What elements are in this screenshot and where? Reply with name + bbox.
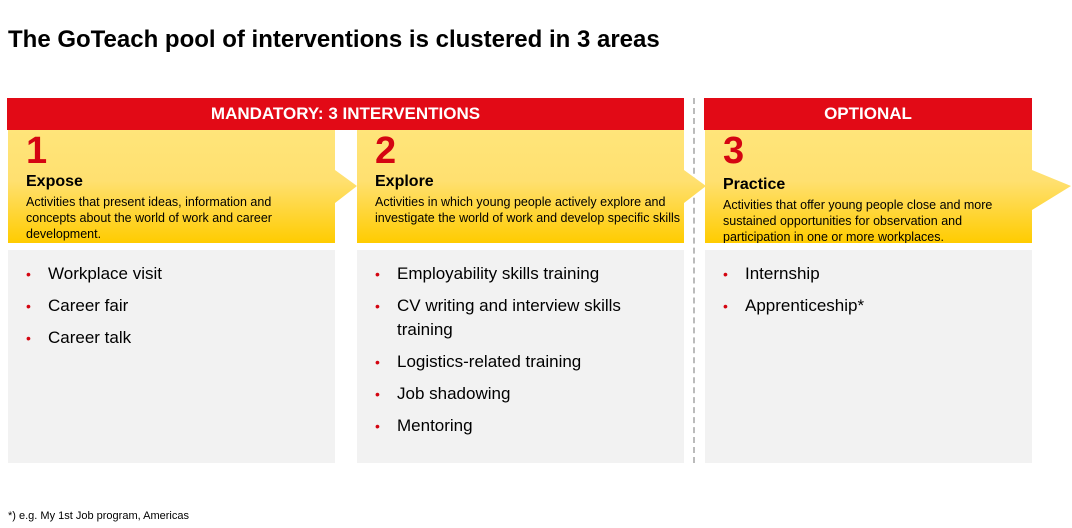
list-item: Apprenticeship* bbox=[723, 294, 1015, 318]
area-name: Expose bbox=[26, 173, 83, 190]
list-item: Logistics-related training bbox=[375, 350, 667, 374]
area-number: 3 bbox=[723, 130, 745, 172]
explore-list: Employability skills training CV writing… bbox=[357, 250, 684, 463]
footnote: *) e.g. My 1st Job program, Americas bbox=[8, 510, 189, 522]
page-title: The GoTeach pool of interventions is clu… bbox=[8, 26, 660, 53]
area-description: Activities in which young people activel… bbox=[375, 195, 681, 225]
list-item: Career fair bbox=[26, 294, 318, 318]
area-explore-card: 2 Explore Activities in which young peop… bbox=[357, 130, 706, 243]
area-number: 1 bbox=[26, 130, 48, 172]
divider bbox=[693, 98, 695, 463]
area-name: Practice bbox=[723, 176, 786, 193]
list-item: Mentoring bbox=[375, 414, 667, 438]
list-item: Job shadowing bbox=[375, 382, 667, 406]
mandatory-header: MANDATORY: 3 INTERVENTIONS bbox=[7, 98, 684, 130]
area-practice-card: 3 Practice Activities that offer young p… bbox=[705, 130, 1071, 243]
list-item: Employability skills training bbox=[375, 262, 667, 286]
list-item: Workplace visit bbox=[26, 262, 318, 286]
area-description: Activities that offer young people close… bbox=[723, 198, 993, 244]
area-description: Activities that present ideas, informati… bbox=[26, 195, 272, 241]
area-expose-card: 1 Expose Activities that present ideas, … bbox=[8, 130, 357, 243]
list-item: Career talk bbox=[26, 326, 318, 350]
list-item: CV writing and interview skills training bbox=[375, 294, 667, 342]
practice-list: Internship Apprenticeship* bbox=[705, 250, 1032, 463]
list-item: Internship bbox=[723, 262, 1015, 286]
optional-header: OPTIONAL bbox=[704, 98, 1032, 130]
expose-list: Workplace visit Career fair Career talk bbox=[8, 250, 335, 463]
area-name: Explore bbox=[375, 173, 434, 190]
area-number: 2 bbox=[375, 130, 397, 172]
